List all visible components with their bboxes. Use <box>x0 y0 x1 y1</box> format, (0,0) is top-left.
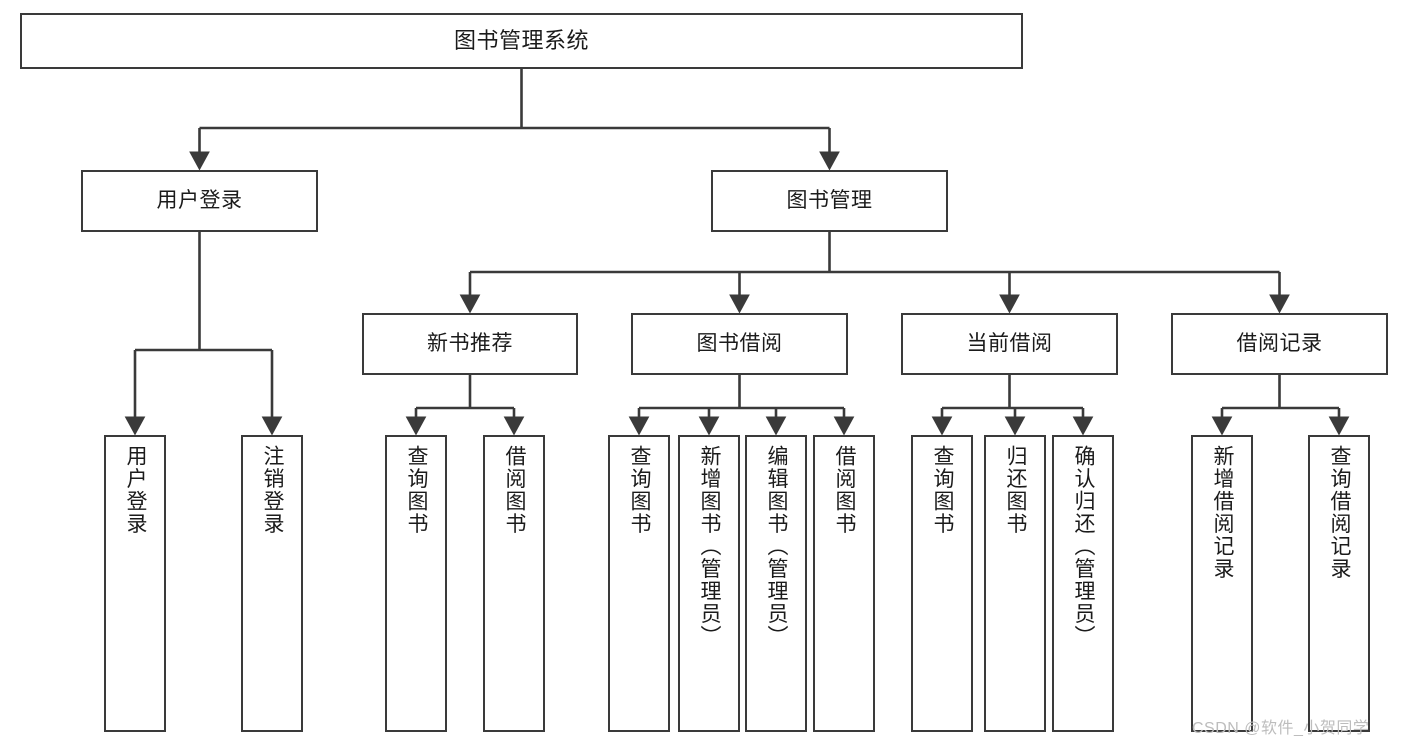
node-leaf-add-book-admin[interactable]: 新增图书（管理员） <box>678 435 740 732</box>
node-book-management[interactable]: 图书管理 <box>711 170 948 232</box>
node-label: 当前借阅 <box>966 331 1053 355</box>
node-label: 借阅图书 <box>833 445 857 535</box>
node-leaf-borrow-book-recommend[interactable]: 借阅图书 <box>483 435 545 732</box>
node-label: 确认归还（管理员） <box>1072 445 1096 648</box>
node-leaf-query-book-current[interactable]: 查询图书 <box>911 435 973 732</box>
node-leaf-return-book[interactable]: 归还图书 <box>984 435 1046 732</box>
node-leaf-query-book-borrow[interactable]: 查询图书 <box>608 435 670 732</box>
node-label: 用户登录 <box>124 445 148 535</box>
node-leaf-add-borrow-record[interactable]: 新增借阅记录 <box>1191 435 1253 732</box>
node-label: 用户登录 <box>156 188 243 212</box>
node-label: 图书管理系统 <box>453 28 589 54</box>
node-leaf-query-book-recommend[interactable]: 查询图书 <box>385 435 447 732</box>
node-leaf-confirm-return-admin[interactable]: 确认归还（管理员） <box>1052 435 1114 732</box>
node-label: 新增借阅记录 <box>1211 445 1235 580</box>
node-leaf-query-borrow-record[interactable]: 查询借阅记录 <box>1308 435 1370 732</box>
node-label: 注销登录 <box>261 445 285 535</box>
node-borrow-record[interactable]: 借阅记录 <box>1171 313 1388 375</box>
csdn-watermark: CSDN @软件_小贺同学 <box>1192 720 1370 737</box>
node-label: 编辑图书（管理员） <box>765 445 789 648</box>
node-user-login[interactable]: 用户登录 <box>81 170 318 232</box>
node-label: 新书推荐 <box>427 331 513 355</box>
node-new-book-recommend[interactable]: 新书推荐 <box>362 313 578 375</box>
node-label: 查询借阅记录 <box>1328 445 1352 580</box>
node-label: 借阅图书 <box>503 445 527 535</box>
node-label: 归还图书 <box>1004 445 1028 535</box>
node-root[interactable]: 图书管理系统 <box>20 13 1023 69</box>
node-leaf-edit-book-admin[interactable]: 编辑图书（管理员） <box>745 435 807 732</box>
node-label: 借阅记录 <box>1236 331 1323 355</box>
node-label: 图书管理 <box>786 188 873 212</box>
node-book-borrow[interactable]: 图书借阅 <box>631 313 848 375</box>
node-leaf-borrow-book[interactable]: 借阅图书 <box>813 435 875 732</box>
node-leaf-user-login[interactable]: 用户登录 <box>104 435 166 732</box>
node-current-borrow[interactable]: 当前借阅 <box>901 313 1118 375</box>
node-label: 新增图书（管理员） <box>698 445 722 648</box>
node-label: 查询图书 <box>405 445 429 535</box>
node-label: 图书借阅 <box>696 331 783 355</box>
node-label: 查询图书 <box>628 445 652 535</box>
node-leaf-logout-login[interactable]: 注销登录 <box>241 435 303 732</box>
node-label: 查询图书 <box>931 445 955 535</box>
